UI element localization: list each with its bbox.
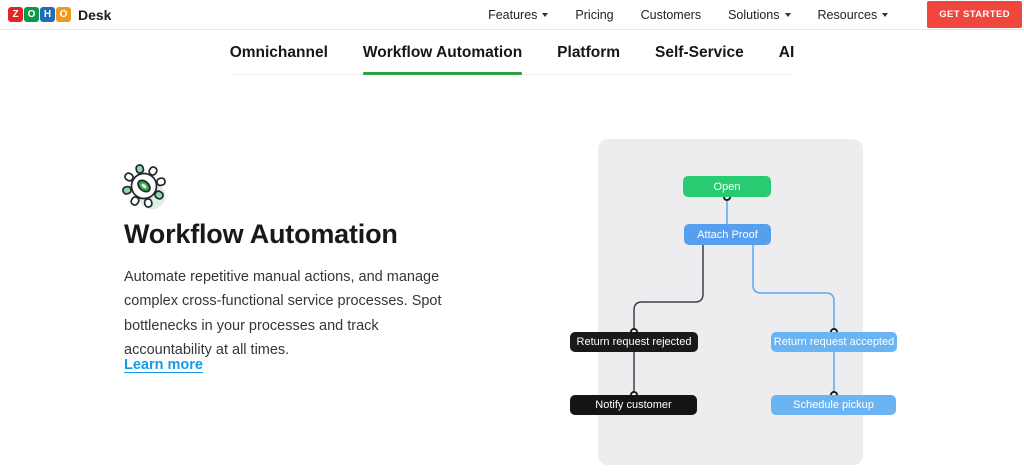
nav-link-features-label: Features [488,7,538,22]
learn-more-link[interactable]: Learn more [124,357,203,373]
nav-link-solutions[interactable]: Solutions [728,7,791,22]
logo-tile-o1: O [24,7,39,22]
chevron-down-icon [542,13,549,17]
tab-platform[interactable]: Platform [557,44,621,61]
zoho-desk-logo[interactable]: Z O H O Desk [8,7,111,23]
nav-link-resources[interactable]: Resources [818,8,889,22]
flow-node-open[interactable]: Open [683,176,771,197]
nav-link-solutions-label: Solutions [728,7,780,22]
nav-link-features[interactable]: Features [488,7,549,22]
logo-tile-z: Z [8,7,23,22]
zoho-logo-icon: Z O H O [8,7,71,22]
flow-node-notify-customer[interactable]: Notify customer [570,395,697,415]
tab-omnichannel[interactable]: Omnichannel [229,44,328,61]
tab-self-service[interactable]: Self-Service [655,44,744,61]
get-started-button[interactable]: GET STARTED [927,1,1022,28]
feature-tabstrip-row: Omnichannel Workflow Automation Platform… [0,31,1024,75]
logo-tile-o2: O [56,7,71,22]
flow-node-attach-proof[interactable]: Attach Proof [684,224,771,245]
chevron-down-icon [784,13,791,17]
nav-link-pricing[interactable]: Pricing [575,8,613,22]
flow-node-return-request-rejected[interactable]: Return request rejected [570,332,698,352]
top-navbar: Z O H O Desk Features Pricing Customers … [0,0,1024,30]
workflow-diagram: Open Attach Proof Return request rejecte… [560,130,910,475]
tab-ai[interactable]: AI [778,44,795,61]
logo-tile-h: H [40,7,55,22]
flow-node-schedule-pickup[interactable]: Schedule pickup [771,395,896,415]
nav-link-resources-label: Resources [817,7,878,22]
nav-link-customers[interactable]: Customers [641,8,701,22]
feature-description: Automate repetitive manual actions, and … [124,269,442,359]
nav-link-pricing-label: Pricing [575,7,614,22]
chevron-down-icon [882,13,889,17]
feature-title: Workflow Automation [124,219,398,249]
gear-icon [121,161,171,215]
navbar-links: Features Pricing Customers Solutions Res… [488,1,1022,28]
nav-link-customers-label: Customers [640,7,702,22]
feature-tabstrip: Omnichannel Workflow Automation Platform… [229,31,795,75]
product-name: Desk [78,6,112,23]
flow-node-return-request-accepted[interactable]: Return request accepted [771,332,897,352]
tab-workflow-automation[interactable]: Workflow Automation [362,31,523,75]
